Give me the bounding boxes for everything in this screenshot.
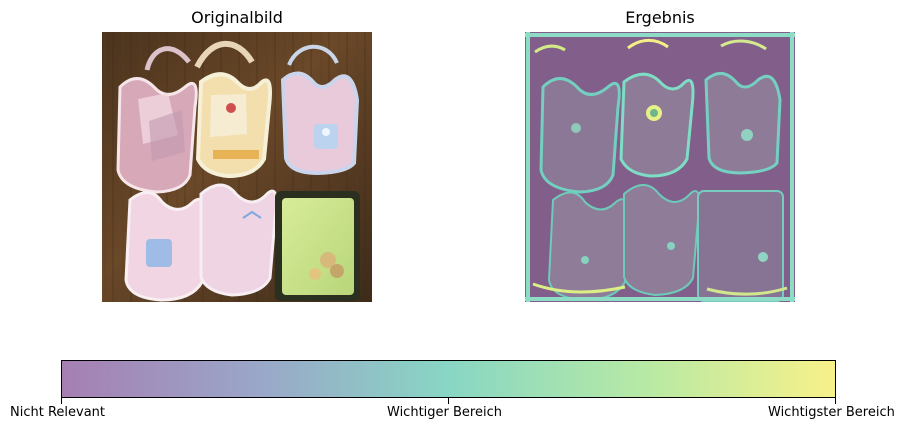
importance-colorbar [61,360,836,398]
colorbar-label-important-area: Wichtiger Bereich [387,405,502,420]
result-heatmap-image [525,32,795,302]
colorbar-tick-right [835,398,836,404]
colorbar-tick-middle [448,398,449,404]
original-image-title: Originalbild [191,8,283,27]
colorbar-label-most-important-area: Wichtigster Bereich [768,405,895,420]
colorbar-tick-left [61,398,62,404]
original-image [102,32,372,302]
result-image-title: Ergebnis [625,8,695,27]
colorbar-label-not-relevant: Nicht Relevant [10,405,106,420]
